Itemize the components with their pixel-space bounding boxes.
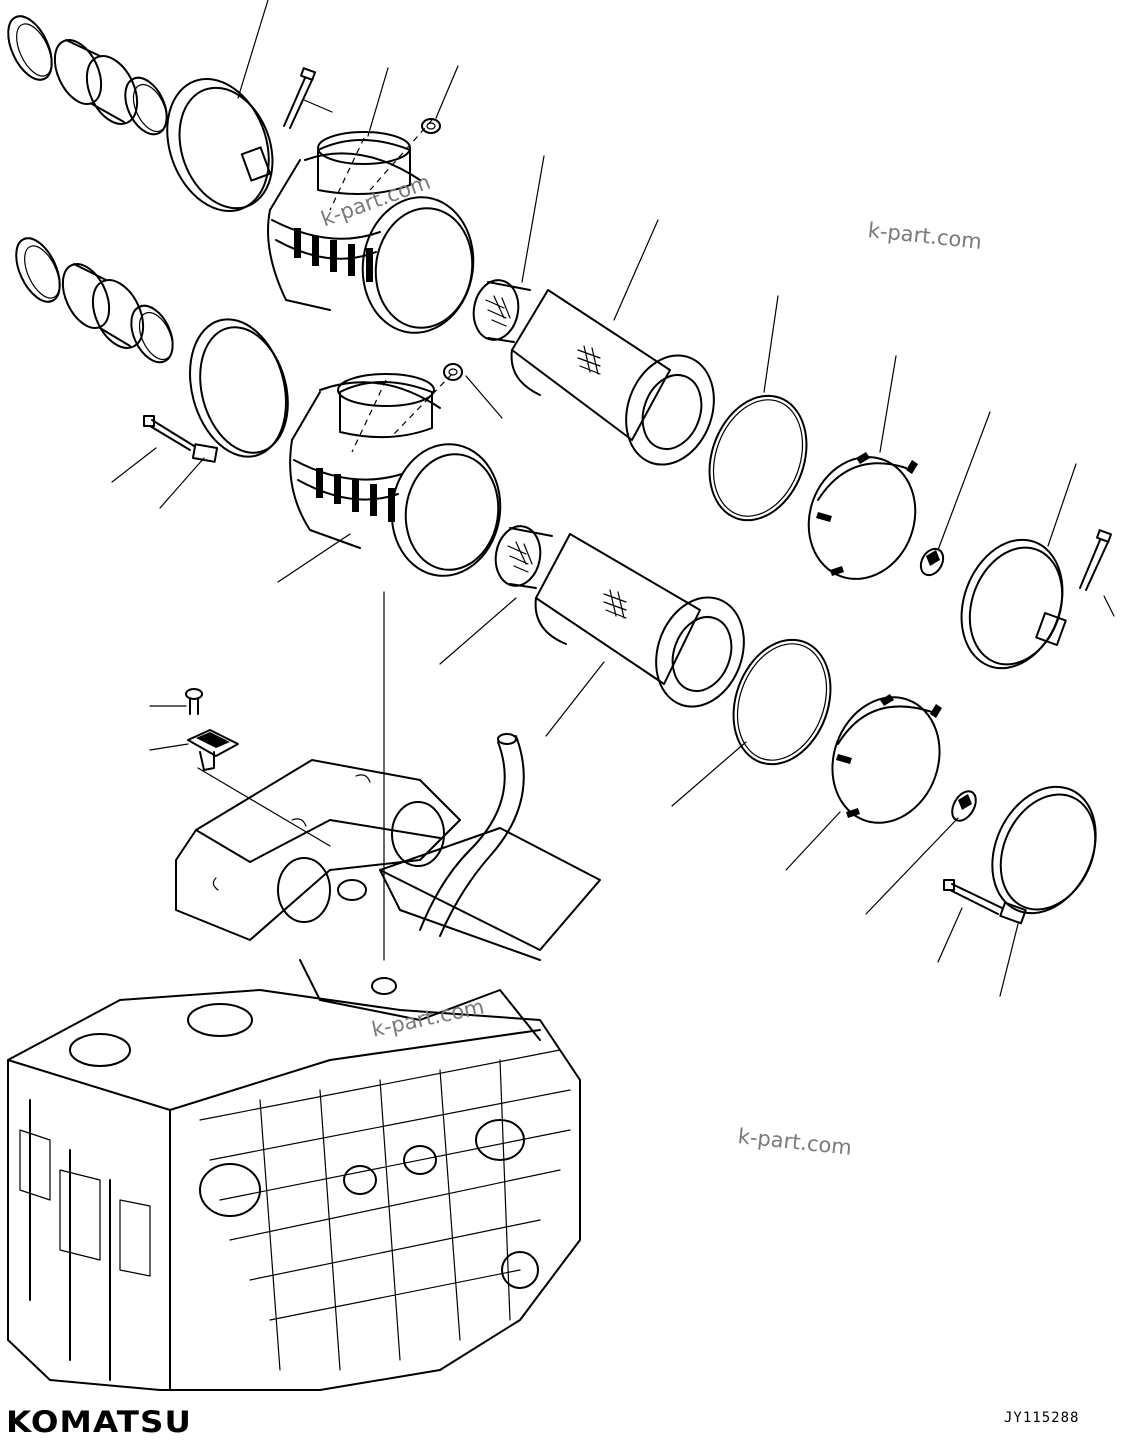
right-mounting-band-lower bbox=[991, 785, 1097, 925]
lower-band-bolt bbox=[143, 415, 195, 451]
brand-logo: KOMATSU bbox=[6, 1405, 193, 1439]
right-band-bolt-upper bbox=[1079, 529, 1113, 591]
lower-gasket bbox=[732, 638, 832, 766]
lower-evacuator-valve bbox=[951, 790, 977, 822]
upper-dust-cover bbox=[807, 452, 918, 580]
upper-gasket bbox=[708, 394, 808, 522]
engine-block bbox=[7, 879, 581, 1391]
upper-outer-filter-element bbox=[510, 289, 715, 466]
right-mounting-band-upper bbox=[960, 538, 1067, 670]
lower-hose-clamp-right bbox=[130, 304, 174, 364]
right-band-bolt-lower bbox=[943, 879, 1003, 915]
upper-nut bbox=[421, 118, 441, 134]
sensor-bracket bbox=[187, 729, 239, 771]
heat-shield-plate bbox=[379, 827, 601, 961]
leader-lines bbox=[111, 0, 1115, 997]
intake-duct-box bbox=[175, 759, 461, 941]
lower-nut bbox=[443, 363, 463, 381]
upper-band-bolt bbox=[283, 67, 317, 129]
upper-evacuator-valve bbox=[919, 547, 945, 577]
lower-air-cleaner-body bbox=[289, 373, 502, 577]
lower-mounting-band bbox=[189, 318, 289, 463]
lower-hose-sleeve bbox=[61, 263, 145, 349]
upper-mounting-band bbox=[166, 78, 274, 212]
upper-hose-clamp-left bbox=[7, 15, 53, 81]
lower-dust-cover bbox=[831, 694, 942, 824]
lower-inner-filter-element bbox=[494, 525, 553, 589]
sensor-screw bbox=[185, 688, 203, 715]
upper-inner-filter-element bbox=[472, 279, 531, 343]
upper-hose-clamp-right bbox=[124, 76, 168, 136]
lower-hose-clamp-left bbox=[15, 237, 61, 303]
lower-outer-filter-element bbox=[534, 533, 745, 708]
drawing-number: JY115288 bbox=[1004, 1410, 1080, 1426]
upper-air-cleaner-body bbox=[267, 131, 475, 334]
intake-hose-pipe bbox=[419, 733, 525, 937]
